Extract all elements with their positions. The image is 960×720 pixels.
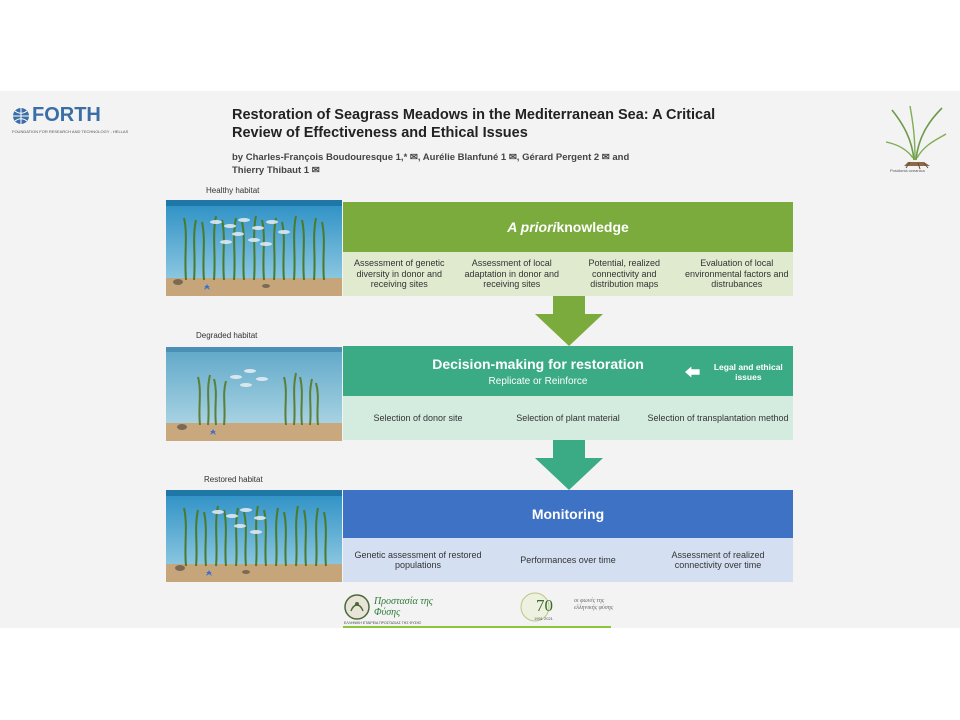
nature-protection-text: Προστασία της Φύσης (374, 596, 433, 618)
nature-protection-logo: Προστασία της Φύσης ΕΛΛΗΝΙΚΗ ΕΤΑΙΡΕΙΑ ΠΡ… (344, 594, 454, 626)
anniversary-years: 1951 2021 (534, 616, 553, 621)
healthy-habitat-image (166, 200, 342, 296)
title-line-2: Review of Effectiveness and Ethical Issu… (232, 125, 528, 141)
plant-caption: Posidonia oceanica (890, 168, 925, 173)
stage2-item: Selection of donor site (373, 412, 463, 423)
stage1-item: Assessment of genetic diversity in donor… (353, 258, 445, 290)
stage2-header: Decision-making for restoration Replicat… (343, 346, 793, 396)
forth-tagline: FOUNDATION FOR RESEARCH AND TECHNOLOGY -… (12, 129, 129, 134)
authors-line-2: Thierry Thibaut 1 ✉ (232, 165, 320, 176)
stage1-item: Assessment of local adaptation in donor … (464, 258, 560, 290)
stage3-item: Genetic assessment of restored populatio… (354, 549, 482, 571)
forth-logo: FORTH FOUNDATION FOR RESEARCH AND TECHNO… (12, 104, 142, 138)
stage1-items: Assessment of genetic diversity in donor… (343, 252, 793, 296)
stage3-item: Assessment of realized connectivity over… (671, 549, 765, 571)
title-line-1: Restoration of Seagrass Meadows in the M… (232, 107, 716, 123)
stage3-title: Monitoring (531, 506, 605, 522)
legal-ethical-note: Legal and ethical issues (685, 362, 793, 382)
stage-monitoring: Monitoring Genetic assessment of restore… (343, 490, 793, 582)
footer-green-line (343, 626, 611, 628)
anniversary-number: 70 (536, 596, 553, 615)
anniversary-badge-icon (520, 592, 550, 622)
degraded-habitat-image (166, 347, 342, 441)
restored-habitat-label: Restored habitat (204, 475, 263, 484)
stage-a-priori-knowledge: A priori knowledge Assessment of genetic… (343, 202, 793, 296)
forth-wordmark: FORTH (32, 104, 101, 126)
restored-habitat-image (166, 490, 342, 582)
left-arrow-icon (685, 366, 700, 378)
nature-protection-sub: ΕΛΛΗΝΙΚΗ ΕΤΑΙΡΕΙΑ ΠΡΟΣΤΑΣΙΑΣ ΤΗΣ ΦΥΣΗΣ (344, 621, 422, 625)
anniversary-text: οι φωνές της ελληνικής φύσης (574, 598, 614, 611)
healthy-habitat-label: Healthy habitat (206, 186, 260, 195)
down-arrow-icon (535, 440, 603, 490)
stage1-header: A priori knowledge (343, 202, 793, 252)
authors-line-1: by Charles-François Boudouresque 1,* ✉, … (232, 152, 630, 163)
stage2-items: Selection of donor site Selection of pla… (343, 396, 793, 440)
paper-title: Restoration of Seagrass Meadows in the M… (232, 106, 792, 142)
degraded-habitat-label: Degraded habitat (196, 331, 258, 340)
stage1-title-em: A priori (507, 219, 557, 235)
stage1-title-rest: knowledge (556, 219, 629, 235)
legal-ethical-text: Legal and ethical issues (713, 362, 783, 382)
stage3-header: Monitoring (343, 490, 793, 538)
society-seal-icon (344, 594, 370, 620)
authors: by Charles-François Boudouresque 1,* ✉, … (232, 151, 702, 177)
posidonia-plant-icon (885, 105, 947, 170)
down-arrow-icon (535, 296, 603, 346)
stage2-item: Selection of transplantation method (647, 412, 789, 423)
anniversary-70-logo: 70 1951 2021 οι φωνές της ελληνικής φύση… (520, 592, 620, 626)
stage2-title: Decision-making for restoration (432, 355, 644, 372)
stage3-item: Performances over time (520, 554, 616, 565)
stage-decision-making: Decision-making for restoration Replicat… (343, 346, 793, 440)
stage2-subtitle: Replicate or Reinforce (488, 375, 588, 387)
stage1-item: Evaluation of local environmental factor… (684, 258, 789, 290)
stage2-item: Selection of plant material (516, 412, 620, 423)
stage1-item: Potential, realized connectivity and dis… (588, 258, 661, 290)
stage3-items: Genetic assessment of restored populatio… (343, 538, 793, 582)
forth-globe-icon (13, 108, 29, 124)
